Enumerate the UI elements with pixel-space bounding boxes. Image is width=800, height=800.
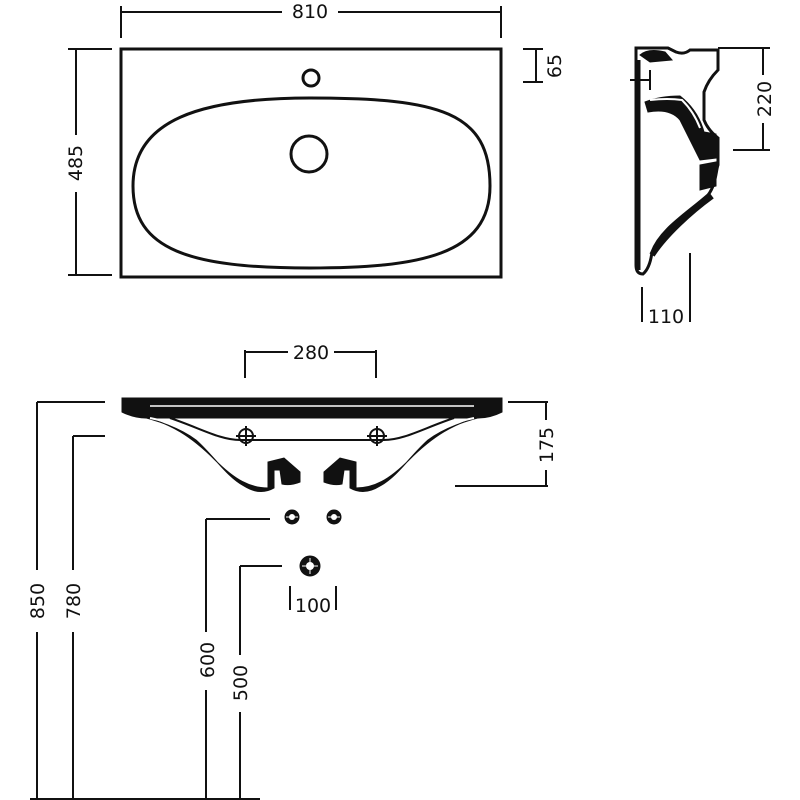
side-view: 220 110 xyxy=(630,46,776,328)
front-left-support-inner xyxy=(149,417,263,483)
dim-basin-height-label: 175 xyxy=(536,427,558,463)
front-right-support-inner xyxy=(361,417,475,483)
dim-floor-to-rim-label: 850 xyxy=(27,583,49,619)
dim-floor-to-supply-label: 600 xyxy=(197,642,219,678)
dim-supply-spacing-label: 100 xyxy=(295,595,331,617)
dim-rim-label: 65 xyxy=(544,54,566,78)
tap-hole xyxy=(301,68,321,88)
dim-floor-to-waste-label: 500 xyxy=(230,665,252,701)
fixing-point-right xyxy=(367,426,387,446)
front-left-support xyxy=(129,413,301,492)
dim-height-label: 220 xyxy=(754,81,776,117)
drain-hole xyxy=(289,134,329,174)
supply-connection-right xyxy=(326,509,342,525)
waste-connection xyxy=(299,555,321,577)
dim-bracket-spacing-label: 280 xyxy=(293,342,329,364)
top-view: 810 485 65 xyxy=(65,1,566,279)
front-view: 280 175 100 8 xyxy=(27,342,558,800)
basin-outline-top xyxy=(119,47,503,279)
front-rim xyxy=(121,397,503,419)
front-basin-underside xyxy=(169,417,455,441)
side-support-curve xyxy=(649,193,714,257)
dim-floor-to-bracket-label: 780 xyxy=(63,583,85,619)
dim-width-label: 810 xyxy=(292,1,328,23)
supply-connection-left xyxy=(284,509,300,525)
side-profile xyxy=(634,46,720,276)
bowl-outline xyxy=(131,96,492,270)
side-rim-detail xyxy=(639,50,674,63)
fixing-point-left xyxy=(236,426,256,446)
dim-projection-label: 110 xyxy=(648,306,684,328)
side-bowl-section xyxy=(644,95,717,161)
side-bracket xyxy=(699,161,717,191)
front-right-support xyxy=(323,413,495,492)
side-bowl-highlight xyxy=(649,98,701,129)
dim-depth-label: 485 xyxy=(65,145,87,181)
